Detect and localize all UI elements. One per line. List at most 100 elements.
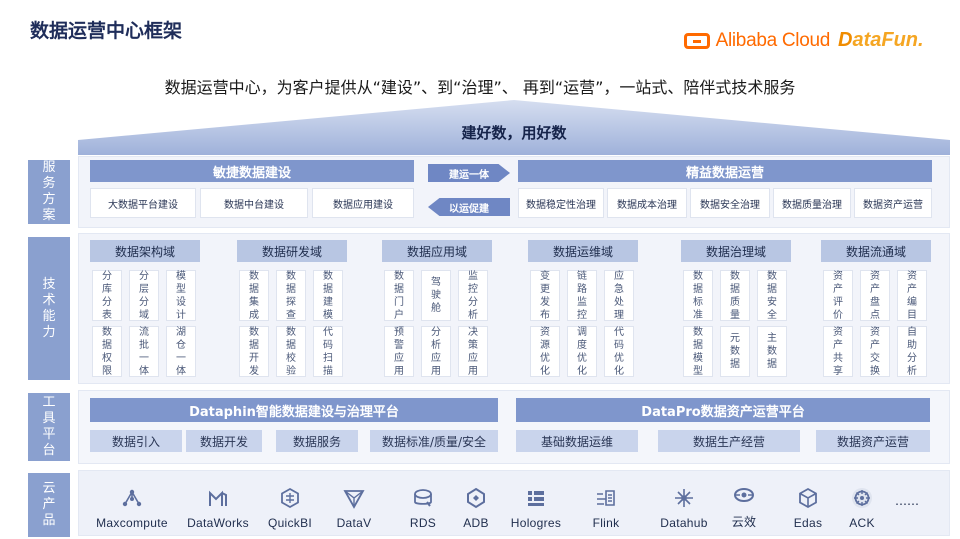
- service-item: 数据质量治理: [773, 188, 851, 218]
- cloud-product: QuickBI: [250, 470, 330, 530]
- capability-item: 调度优化: [567, 326, 597, 377]
- cloud-product: Flink: [566, 470, 646, 530]
- platform-item: 数据服务: [276, 430, 358, 452]
- capability-item: 资产编目: [897, 270, 927, 321]
- ack-icon: [852, 488, 872, 508]
- cloud-product: ACK: [822, 470, 902, 530]
- capability-item: 数据标准: [683, 270, 713, 321]
- datafun-logo-text: ataFun.: [852, 28, 924, 51]
- platform-item: 数据标准/质量/安全: [370, 430, 498, 452]
- datapro-platform-header: DataPro数据资产运营平台: [516, 398, 930, 422]
- capability-item: 自助分析: [897, 326, 927, 377]
- cloud-product: Edas: [768, 470, 848, 530]
- capability-item: 代码优化: [604, 326, 634, 377]
- capability-item: 湖仓一体: [166, 326, 196, 377]
- page-title: 数据运营中心框架: [30, 20, 183, 42]
- capability-item: 监控分析: [458, 270, 488, 321]
- alibaba-cloud-mark-icon: [684, 33, 710, 49]
- domain-header: 数据架构域: [90, 240, 200, 262]
- row-label-tech: 技术能力: [28, 237, 70, 380]
- capability-item: 资产盘点: [860, 270, 890, 321]
- capability-item: 变更发布: [530, 270, 560, 321]
- cloud-product: ADB: [436, 470, 516, 530]
- cloud-product: Hologres: [496, 470, 576, 530]
- cloud-product-label: Hologres: [510, 516, 562, 530]
- capability-item: 分层分域: [129, 270, 159, 321]
- capability-item: 资产评价: [823, 270, 853, 321]
- dataworks-icon: [209, 490, 227, 506]
- flink-icon: [597, 490, 615, 506]
- roof-banner: [78, 100, 950, 155]
- cloud-product: Maxcompute: [92, 470, 172, 530]
- cloud-product-label: 云效: [731, 515, 757, 529]
- capability-item: 应急处理: [604, 270, 634, 321]
- quickbi-icon: [281, 487, 299, 509]
- rds-icon: [414, 489, 432, 507]
- row-label-services: 服务方案: [28, 160, 70, 224]
- row-label-tools: 工具平台: [28, 393, 70, 461]
- cloud-product-label: RDS: [409, 516, 437, 530]
- cloud-product-label: ACK: [849, 516, 875, 530]
- adb-icon: [467, 487, 485, 509]
- lean-operations-header: 精益数据运营: [518, 160, 932, 182]
- row-label-cloud: 云产品: [28, 473, 70, 537]
- capability-item: 主数据: [757, 326, 787, 377]
- cloud-product-label: QuickBI: [267, 516, 313, 530]
- domain-header: 数据治理域: [681, 240, 791, 262]
- capability-item: 预警应用: [384, 326, 414, 377]
- cloud-product: DataV: [314, 470, 394, 530]
- capability-item: 模型设计: [166, 270, 196, 321]
- more-products: ……: [895, 494, 919, 508]
- cloud-product-label: Maxcompute: [96, 516, 168, 530]
- capability-item: 元数据: [720, 326, 750, 377]
- platform-item: 数据生产经营: [658, 430, 800, 452]
- capability-item: 链路监控: [567, 270, 597, 321]
- tech-panel: [78, 233, 950, 384]
- capability-item: 决策应用: [458, 326, 488, 377]
- capability-item: 数据集成: [239, 270, 269, 321]
- cloud-product-label: Datahub: [660, 516, 708, 530]
- domain-header: 数据研发域: [237, 240, 347, 262]
- service-item: 数据中台建设: [200, 188, 308, 218]
- agile-build-header: 敏捷数据建设: [90, 160, 414, 182]
- capability-item: 分析应用: [421, 326, 451, 377]
- dataphin-platform-header: Dataphin智能数据建设与治理平台: [90, 398, 498, 422]
- edas-icon: [799, 487, 817, 509]
- cloud-product-label: DataV: [336, 516, 372, 530]
- capability-item: 数据校验: [276, 326, 306, 377]
- domain-header: 数据应用域: [382, 240, 492, 262]
- domain-header: 数据运维域: [528, 240, 638, 262]
- platform-item: 数据开发: [186, 430, 262, 452]
- capability-item: 分库分表: [92, 270, 122, 321]
- capability-item: 数据探查: [276, 270, 306, 321]
- platform-item: 数据资产运营: [816, 430, 930, 452]
- subtitle: 数据运营中心，为客户提供从“建设”、到“治理”、 再到“运营”，一站式、陪伴式技…: [164, 78, 796, 97]
- domain-header: 数据流通域: [821, 240, 931, 262]
- service-item: 数据资产运营: [854, 188, 932, 218]
- alibaba-cloud-logo: Alibaba Cloud: [684, 30, 830, 52]
- capability-item: 资源优化: [530, 326, 560, 377]
- cloud-product: RDS: [383, 470, 463, 530]
- cloud-product: DataWorks: [178, 470, 258, 530]
- yunxiao-icon: [734, 488, 754, 502]
- capability-item: 数据安全: [757, 270, 787, 321]
- service-item: 数据安全治理: [690, 188, 770, 218]
- arrow-build-operate: 建运一体: [428, 164, 510, 182]
- cloud-product-label: Edas: [793, 516, 823, 530]
- roof-label: 建好数，用好数: [461, 124, 567, 142]
- capability-item: 资产共享: [823, 326, 853, 377]
- capability-item: 流批一体: [129, 326, 159, 377]
- alibaba-cloud-logo-text: Alibaba Cloud: [715, 30, 831, 51]
- capability-item: 数据建模: [313, 270, 343, 321]
- capability-item: 资产交换: [860, 326, 890, 377]
- service-item: 大数据平台建设: [90, 188, 196, 218]
- datahub-icon: [675, 489, 693, 507]
- cloud-product-label: Flink: [592, 516, 620, 530]
- cloud-product-label: DataWorks: [187, 516, 249, 530]
- platform-item: 基础数据运维: [516, 430, 638, 452]
- cloud-product: Datahub: [644, 470, 724, 530]
- capability-item: 数据质量: [720, 270, 750, 321]
- capability-item: 代码扫描: [313, 326, 343, 377]
- capability-item: 数据开发: [239, 326, 269, 377]
